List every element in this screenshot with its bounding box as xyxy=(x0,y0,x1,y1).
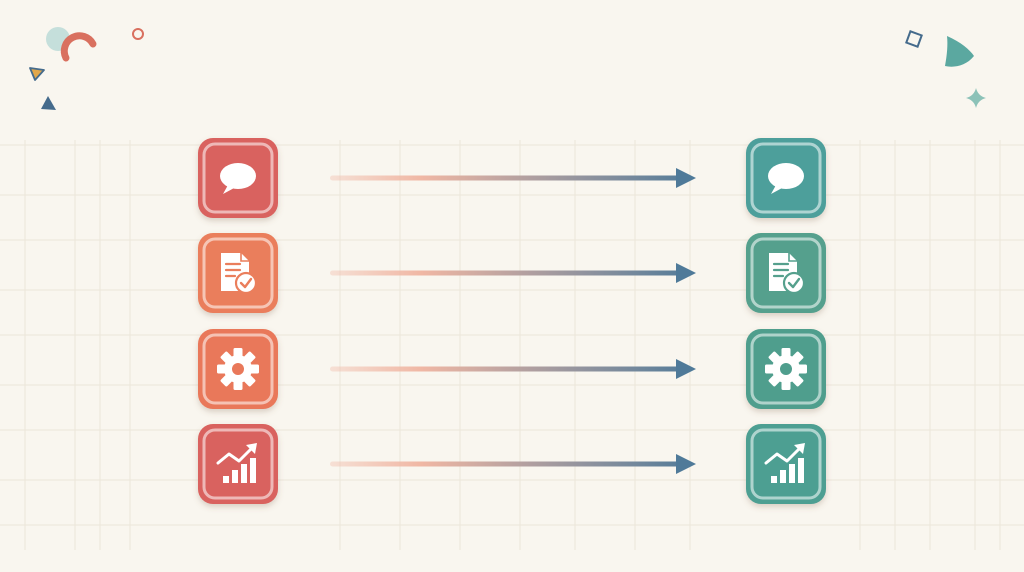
mapping-arrow xyxy=(330,263,696,283)
bar-chart-trend-icon xyxy=(216,443,257,483)
bar-chart-trend-icon xyxy=(764,443,805,483)
target-icon-tile xyxy=(746,233,826,313)
mapping-arrow xyxy=(330,168,696,188)
target-icon-tile xyxy=(746,424,826,504)
chat-bubble-icon xyxy=(220,163,256,194)
decor-ring xyxy=(132,28,144,40)
source-icon-tile xyxy=(198,424,278,504)
arrows xyxy=(330,168,696,474)
document-check-icon xyxy=(221,253,258,295)
decor-triangle xyxy=(41,96,56,110)
decor-triangle xyxy=(29,67,45,81)
background-grid xyxy=(0,140,1024,550)
mapping-arrow xyxy=(330,359,696,379)
gear-icon xyxy=(217,348,259,390)
source-icon-tile xyxy=(198,329,278,409)
gear-icon xyxy=(765,348,807,390)
target-icon-tile xyxy=(746,138,826,218)
decor-leaf xyxy=(945,36,974,67)
mapping-arrow xyxy=(330,454,696,474)
document-check-icon xyxy=(769,253,806,295)
source-icon-tile xyxy=(198,138,278,218)
decor-arc xyxy=(60,32,97,62)
target-icon-tile xyxy=(746,329,826,409)
chat-bubble-icon xyxy=(768,163,804,194)
decorations xyxy=(29,27,986,110)
icon-tiles xyxy=(198,138,826,504)
decor-sparkle xyxy=(966,88,986,108)
decor-diamond xyxy=(905,30,923,48)
source-icon-tile xyxy=(198,233,278,313)
